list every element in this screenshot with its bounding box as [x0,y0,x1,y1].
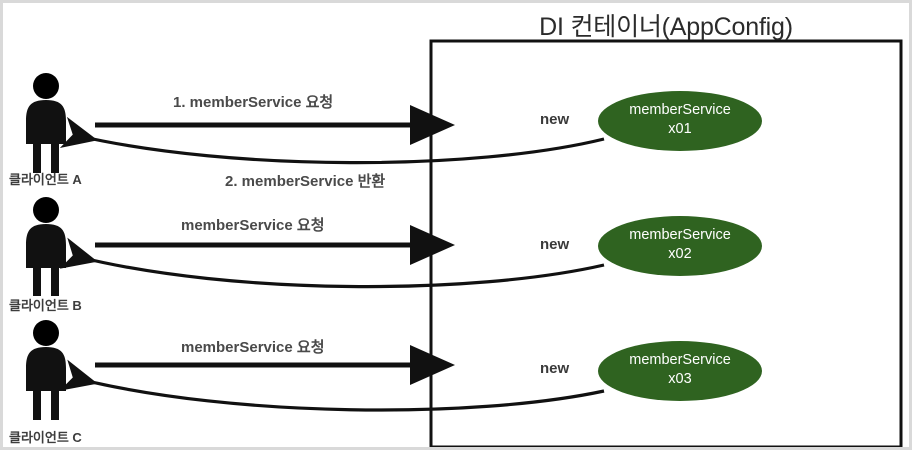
new-label-2: new [540,236,570,253]
bean-ellipse-3 [598,341,762,401]
return-label-1: 2. memberService 반환 [225,173,386,190]
bean-instance-1: x01 [668,121,692,137]
bean-label-3: memberService x03 [598,351,762,389]
request-label-2: memberService 요청 [181,217,325,234]
client-label-3: 클라이언트 C [9,430,82,445]
row-3-connectors [59,341,762,412]
new-label-3: new [540,360,570,377]
person-icon-3 [26,320,66,420]
request-label-3: memberService 요청 [181,339,325,356]
row-1-connectors [59,91,762,165]
bean-instance-3: x03 [668,371,692,387]
client-label-1: 클라이언트 A [9,172,82,187]
person-icon-1 [26,73,66,173]
new-label-1: new [540,111,570,128]
bean-label-1: memberService x01 [598,101,762,139]
page-title: DI 컨테이너(AppConfig) [539,13,793,41]
bean-ellipse-1 [598,91,762,151]
row-2-connectors [59,216,762,289]
bean-label-2: memberService x02 [598,226,762,264]
return-arrow-3 [59,359,605,412]
diagram-vector-layer [26,39,903,447]
client-label-2: 클라이언트 B [9,298,82,313]
return-arrow-1 [59,116,605,165]
bean-name-1: memberService [629,102,731,118]
request-label-1: 1. memberService 요청 [173,94,334,111]
person-icon-2 [26,197,66,296]
bean-name-3: memberService [629,352,731,368]
return-arrow-2 [59,237,605,289]
bean-ellipse-2 [598,216,762,276]
bean-name-2: memberService [629,227,731,243]
bean-instance-2: x02 [668,246,692,262]
